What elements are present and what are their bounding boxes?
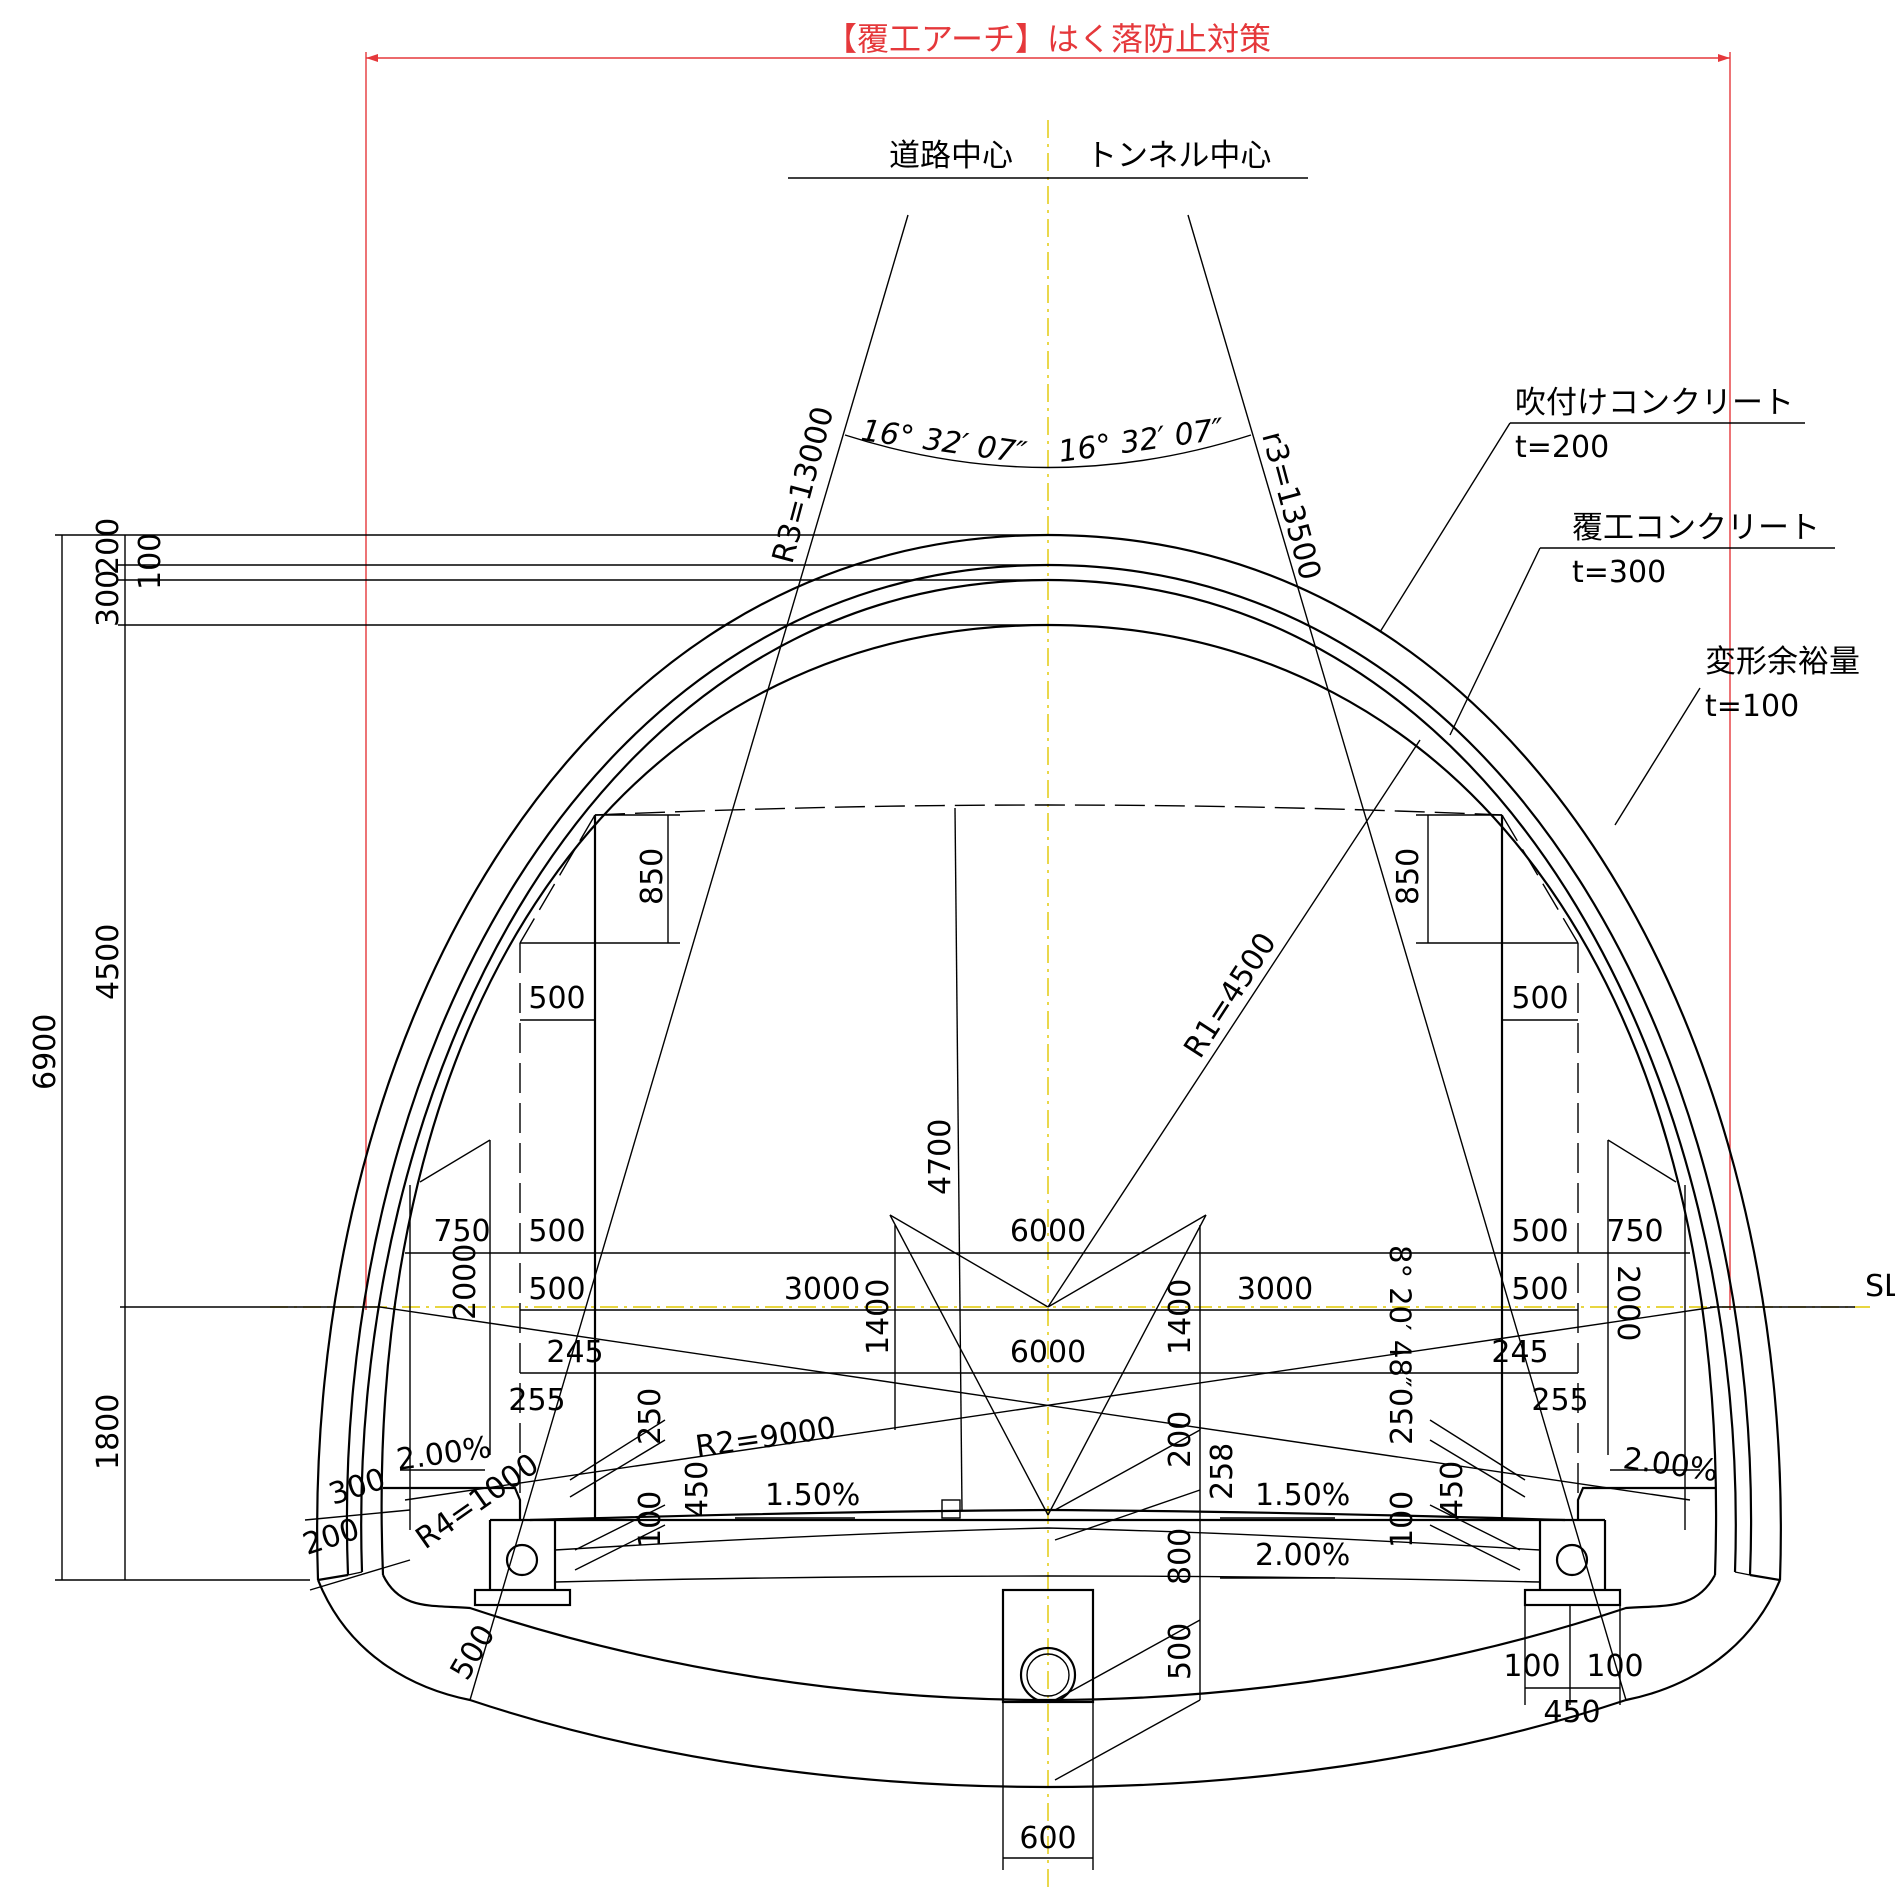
dim-300-left: 300: [325, 1462, 390, 1513]
dim-4700: 4700: [923, 1119, 958, 1195]
layer-leaders: [1379, 422, 1835, 826]
dim-500-invert: 500: [444, 1619, 503, 1686]
slope-center-2pct: 2.00%: [1255, 1538, 1350, 1573]
invert-inner: [382, 1574, 1716, 1702]
dim-255-left: 255: [508, 1383, 565, 1418]
dim-2000-left: 2000: [448, 1244, 483, 1320]
dim-600: 600: [1019, 1821, 1076, 1856]
dim-3000-right: 3000: [1237, 1272, 1313, 1307]
drawing-title: 【覆工アーチ】はく落防止対策: [825, 20, 1271, 58]
dim-750-left: 750: [433, 1214, 490, 1249]
dim-500-gauge-right: 500: [1511, 981, 1568, 1016]
dim-750-right: 750: [1606, 1214, 1663, 1249]
radius-R3: R3=13000: [766, 403, 841, 567]
slope-left-1-5pct: 1.50%: [765, 1478, 860, 1513]
lining-label: 覆工コンクリート: [1572, 510, 1820, 546]
red-frame: [365, 52, 1731, 1310]
road-center-label: 道路中心: [889, 138, 1013, 174]
radius-R2: R2=9000: [693, 1411, 838, 1465]
dim-800: 800: [1163, 1528, 1198, 1585]
dim-100-b: 100: [1586, 1649, 1643, 1684]
invert-outer: [316, 1579, 1782, 1789]
dim-6900: 6900: [28, 1014, 63, 1090]
dim-100-top: 100: [133, 533, 168, 590]
dim-6000-bottom: 6000: [1010, 1335, 1086, 1370]
left-vertical-dims: [55, 534, 1048, 1581]
dim-245-right: 245: [1491, 1335, 1548, 1370]
dim-250-left: 250: [633, 1388, 668, 1445]
dim-500-right-2: 500: [1511, 1272, 1568, 1307]
angle-side: 8° 20′ 48″: [1383, 1245, 1417, 1388]
detail-leaders: [304, 1419, 1526, 1781]
radius-lines: [379, 214, 1716, 1701]
dim-450-right: 450: [1435, 1461, 1470, 1518]
slope-arrows: [400, 1469, 1700, 1579]
dim-450-bottom: 450: [1543, 1695, 1600, 1730]
dim-200-center: 200: [1163, 1411, 1198, 1468]
dim-500-center: 500: [1163, 1623, 1198, 1680]
dim-100-right: 100: [1385, 1491, 1420, 1548]
dim-500-left-2: 500: [528, 1272, 585, 1307]
dim-255-right: 255: [1531, 1383, 1588, 1418]
dim-245-left: 245: [546, 1335, 603, 1370]
dim-3000-left: 3000: [784, 1272, 860, 1307]
dim-6000-top: 6000: [1010, 1214, 1086, 1249]
allowance-label: 変形余裕量: [1705, 644, 1860, 680]
dim-500-gauge-left: 500: [528, 981, 585, 1016]
dim-300-top: 300: [91, 570, 126, 627]
tunnel-center-label: トンネル中心: [1086, 138, 1271, 174]
pavement: [383, 1486, 1715, 1704]
dim-850-right: 850: [1391, 848, 1426, 905]
dim-450-left: 450: [680, 1461, 715, 1518]
side-drain-right: [1555, 1543, 1589, 1577]
angle-left: 16° 32′ 07″: [859, 413, 1030, 471]
gauge-dims: [520, 807, 1578, 1511]
dim-100-a: 100: [1503, 1649, 1560, 1684]
radius-r3: r3=13500: [1254, 428, 1327, 584]
shotcrete-thickness: t=200: [1515, 430, 1609, 465]
dim-500-left-1: 500: [528, 1214, 585, 1249]
dim-250-right: 250: [1385, 1388, 1420, 1445]
allowance-thickness: t=100: [1705, 689, 1799, 724]
lining-thickness: t=300: [1572, 555, 1666, 590]
dim-850-left: 850: [635, 848, 670, 905]
dim-258: 258: [1205, 1443, 1240, 1500]
dim-1400-right: 1400: [1163, 1279, 1198, 1355]
central-drain: [1019, 1646, 1077, 1704]
dim-100-left: 100: [633, 1491, 668, 1548]
shotcrete-inner-arch: [345, 563, 1753, 1576]
construction-gauge: [519, 804, 1579, 1520]
horizontal-dims: [405, 1139, 1690, 1870]
outer-shotcrete-arch: [316, 533, 1782, 1581]
slope-right-2pct: 2.00%: [1621, 1441, 1720, 1489]
dim-500-right-1: 500: [1511, 1214, 1568, 1249]
dim-200-top: 200: [91, 518, 126, 575]
springline-label: SL: [1865, 1269, 1895, 1304]
dim-2000-right: 2000: [1610, 1265, 1645, 1341]
dim-4500: 4500: [91, 924, 126, 1000]
slope-left-2pct: 2.00%: [394, 1430, 493, 1478]
dim-1400-left: 1400: [861, 1279, 896, 1355]
radius-R1: R1=4500: [1177, 927, 1283, 1065]
dim-1800: 1800: [91, 1394, 126, 1470]
shotcrete-label: 吹付けコンクリート: [1515, 385, 1794, 421]
slope-right-1-5pct: 1.50%: [1255, 1478, 1350, 1513]
side-drain-left: [505, 1543, 539, 1577]
inner-lining-arch: [380, 623, 1718, 1576]
